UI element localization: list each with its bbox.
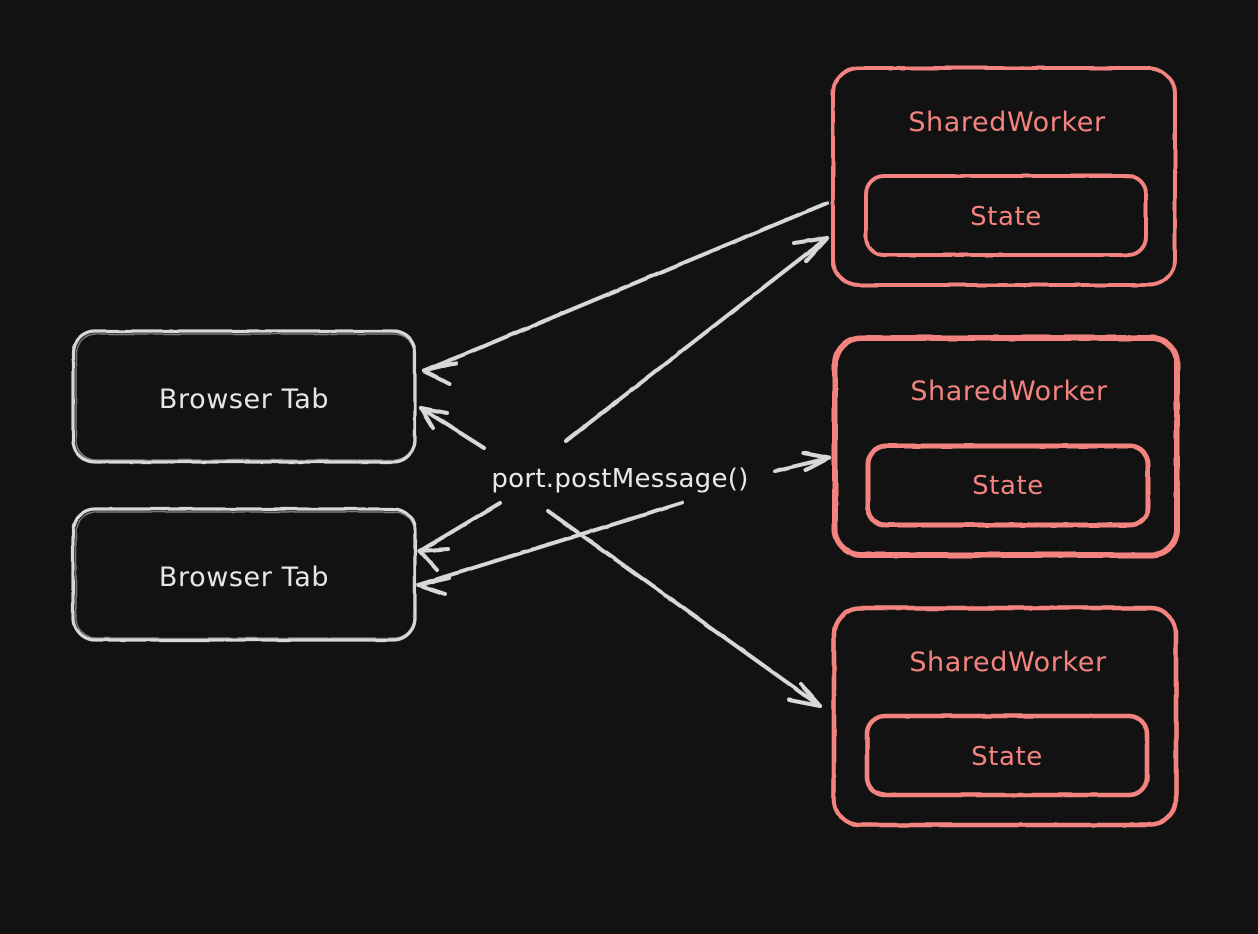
edge-center-to-worker2 xyxy=(773,451,831,473)
browser-tab-2-outline xyxy=(71,507,417,642)
shared-worker-2-state[interactable]: State xyxy=(865,443,1151,528)
shared-worker-1-state[interactable]: State xyxy=(864,174,1148,257)
shared-worker-2-state-label: State xyxy=(972,471,1044,501)
shared-worker-1-outline xyxy=(831,66,1177,287)
browser-tab-1-label: Browser Tab xyxy=(159,384,329,415)
browser-tab-1-outline xyxy=(71,329,417,464)
browser-tab-1[interactable]: Browser Tab xyxy=(71,329,417,464)
arrow-layer xyxy=(416,201,831,708)
edge-center-to-tab1 xyxy=(419,406,486,450)
shared-worker-3-state[interactable]: State xyxy=(864,713,1150,798)
edge-center-to-worker3 xyxy=(546,509,822,708)
port-post-message-label: port.postMessage() xyxy=(491,464,748,494)
shared-worker-3[interactable]: SharedWorker State xyxy=(831,605,1179,828)
browser-tab-2[interactable]: Browser Tab xyxy=(71,507,417,642)
shared-worker-2-state-outline xyxy=(865,443,1151,528)
shared-worker-3-state-label: State xyxy=(971,742,1043,772)
shared-worker-2[interactable]: SharedWorker State xyxy=(832,335,1180,558)
shared-worker-2-title: SharedWorker xyxy=(910,376,1108,407)
shared-worker-1-state-label: State xyxy=(970,202,1042,232)
shared-worker-2-outline xyxy=(832,335,1180,558)
edge-worker2area-to-tab2 xyxy=(416,501,684,596)
shared-worker-3-outline xyxy=(831,605,1179,828)
shared-worker-1-state-outline xyxy=(864,174,1148,257)
shared-worker-1[interactable]: SharedWorker State xyxy=(831,66,1177,287)
shared-worker-3-title: SharedWorker xyxy=(909,647,1107,678)
shared-worker-3-state-outline xyxy=(864,713,1150,798)
shared-worker-1-title: SharedWorker xyxy=(908,107,1106,138)
edge-center-to-tab2 xyxy=(418,501,502,572)
browser-tab-2-label: Browser Tab xyxy=(159,562,329,593)
edge-center-to-worker1 xyxy=(564,236,829,443)
edge-worker1-to-tab1 xyxy=(422,201,829,386)
